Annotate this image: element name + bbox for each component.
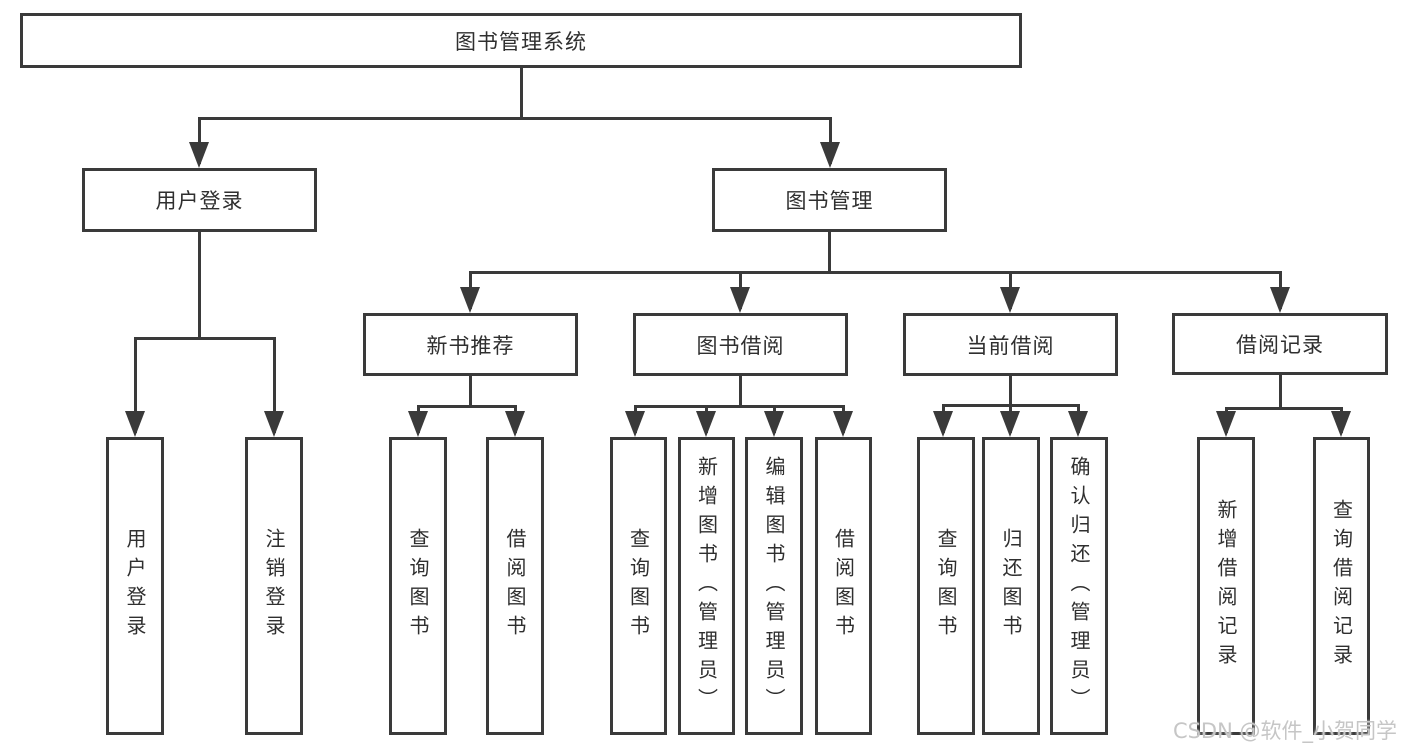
arrowhead-icon — [460, 287, 480, 313]
node-leaf-add-borrow-record: 新增借阅记录 — [1197, 437, 1255, 735]
arrowhead-icon — [820, 142, 840, 168]
node-label-leaf-query-books-1: 查询图书 — [406, 528, 430, 644]
node-current-borrowing: 当前借阅 — [903, 313, 1118, 376]
arrowhead-icon — [125, 411, 145, 437]
node-label-borrowing-records: 借阅记录 — [1236, 333, 1324, 357]
connector-line-new-book-recommend-to-leaves — [416, 404, 517, 408]
connector-line-new-book-recommend-to-leaves — [468, 374, 472, 408]
node-label-leaf-edit-books-admin: 编辑图书（管理员） — [762, 455, 786, 717]
node-user-login: 用户登录 — [82, 168, 317, 232]
connector-line-borrowing-records-to-leaves — [1224, 406, 1343, 410]
node-label-root: 图书管理系统 — [455, 29, 587, 54]
csdn-watermark: CSDN @软件_小贺同学 — [1172, 719, 1397, 743]
node-leaf-logout: 注销登录 — [245, 437, 303, 735]
node-leaf-query-borrow-record: 查询借阅记录 — [1313, 437, 1370, 735]
connector-line-book-borrowing-to-leaves — [738, 374, 742, 408]
node-book-management: 图书管理 — [712, 168, 947, 232]
node-leaf-user-login: 用户登录 — [106, 437, 164, 735]
node-leaf-borrow-books-2: 借阅图书 — [815, 437, 872, 735]
arrowhead-icon — [764, 411, 784, 437]
arrowhead-icon — [1000, 287, 1020, 313]
node-label-leaf-user-login: 用户登录 — [123, 528, 147, 644]
arrowhead-icon — [408, 411, 428, 437]
arrowhead-icon — [189, 142, 209, 168]
node-label-leaf-borrow-books-1: 借阅图书 — [503, 528, 527, 644]
node-borrowing-records: 借阅记录 — [1172, 313, 1388, 375]
node-label-leaf-query-books-3: 查询图书 — [934, 528, 958, 644]
arrowhead-icon — [625, 411, 645, 437]
connector-line-root-to-level2 — [197, 116, 832, 120]
node-leaf-edit-books-admin: 编辑图书（管理员） — [745, 437, 803, 735]
arrowhead-icon — [833, 411, 853, 437]
node-leaf-query-books-3: 查询图书 — [917, 437, 975, 735]
node-label-user-login: 用户登录 — [155, 189, 244, 213]
connector-line-user-login-to-leaves — [133, 336, 276, 340]
connector-line-user-login-to-leaves — [272, 336, 276, 433]
node-label-leaf-add-borrow-record: 新增借阅记录 — [1214, 499, 1238, 673]
node-label-leaf-logout: 注销登录 — [262, 528, 286, 644]
connector-line-book-management-to-level3 — [468, 270, 1282, 274]
node-book-borrowing: 图书借阅 — [633, 313, 848, 376]
node-new-book-recommend: 新书推荐 — [363, 313, 578, 376]
arrowhead-icon — [1331, 411, 1351, 437]
node-leaf-confirm-return: 确认归还（管理员） — [1050, 437, 1108, 735]
node-leaf-query-books-2: 查询图书 — [610, 437, 667, 735]
node-label-leaf-query-books-2: 查询图书 — [626, 528, 651, 644]
arrowhead-icon — [1270, 287, 1290, 313]
arrowhead-icon — [1216, 411, 1236, 437]
node-leaf-borrow-books-1: 借阅图书 — [486, 437, 544, 735]
connector-line-borrowing-records-to-leaves — [1278, 373, 1282, 410]
connector-line-book-management-to-level3 — [827, 230, 831, 274]
connector-line-current-borrowing-to-leaves — [1008, 373, 1012, 407]
arrowhead-icon — [1000, 411, 1020, 437]
node-label-book-management: 图书管理 — [785, 189, 874, 213]
connector-line-root-to-level2 — [519, 66, 523, 120]
node-label-leaf-confirm-return: 确认归还（管理员） — [1067, 455, 1091, 717]
node-label-book-borrowing: 图书借阅 — [696, 333, 785, 358]
arrowhead-icon — [1068, 411, 1088, 437]
connector-line-user-login-to-leaves — [133, 336, 137, 433]
arrowhead-icon — [264, 411, 284, 437]
connector-line-user-login-to-leaves — [197, 230, 201, 340]
node-root: 图书管理系统 — [20, 13, 1022, 68]
arrowhead-icon — [730, 287, 750, 313]
node-label-current-borrowing: 当前借阅 — [966, 333, 1055, 358]
arrowhead-icon — [505, 411, 525, 437]
node-leaf-return-books: 归还图书 — [982, 437, 1040, 735]
node-label-leaf-query-borrow-record: 查询借阅记录 — [1329, 499, 1354, 673]
arrowhead-icon — [696, 411, 716, 437]
node-label-leaf-add-books-admin: 新增图书（管理员） — [694, 455, 719, 717]
node-label-leaf-borrow-books-2: 借阅图书 — [831, 528, 856, 644]
connector-line-root-to-level2 — [828, 116, 832, 164]
node-label-leaf-return-books: 归还图书 — [999, 528, 1023, 644]
node-leaf-add-books-admin: 新增图书（管理员） — [678, 437, 735, 735]
node-label-new-book-recommend: 新书推荐 — [426, 333, 515, 358]
node-leaf-query-books-1: 查询图书 — [389, 437, 447, 735]
connector-line-book-borrowing-to-leaves — [633, 404, 845, 408]
connector-line-root-to-level2 — [197, 116, 201, 164]
arrowhead-icon — [933, 411, 953, 437]
